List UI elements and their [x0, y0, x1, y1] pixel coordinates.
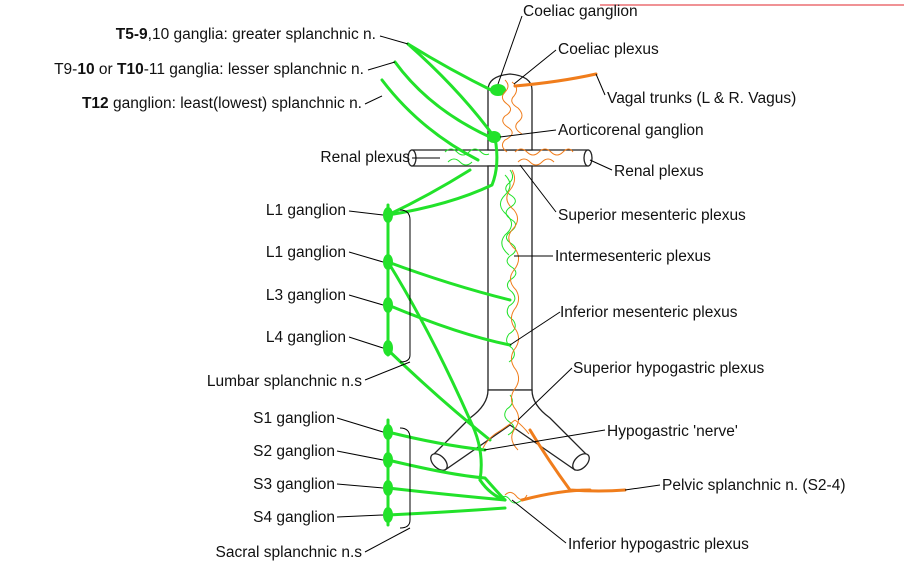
lumbar-splanchnic-label: Lumbar splanchnic n.s [207, 373, 362, 390]
sacral-splanchnic-label: Sacral splanchnic n.s [216, 544, 363, 561]
least-splanchnic-label: T12 ganglion: least(lowest) splanchnic n… [82, 95, 362, 112]
renal-plexus-right-label: Renal plexus [614, 163, 704, 180]
inferior-mesenteric-plexus-label: Inferior mesenteric plexus [560, 304, 738, 321]
lesser-splanchnic-label: T9-10 or T10-11 ganglia: lesser splanchn… [54, 61, 364, 78]
lumbar-bracket [399, 209, 411, 363]
superior-hypogastric-plexus-label: Superior hypogastric plexus [573, 360, 765, 377]
l3-ganglion-label: L3 ganglion [266, 287, 346, 304]
parasympathetic-nerves [482, 72, 627, 502]
inferior-hypogastric-plexus-label: Inferior hypogastric plexus [568, 536, 749, 553]
coeliac-ganglion-label: Coeliac ganglion [523, 3, 638, 20]
leader-lines [336, 15, 661, 553]
greater-splanchnic-label: T5-9,10 ganglia: greater splanchnic n. [116, 26, 376, 43]
l1-ganglion-b-label: L1 ganglion [266, 244, 346, 261]
vagal-trunks-label: Vagal trunks (L & R. Vagus) [607, 90, 796, 107]
l4-ganglion-label: L4 ganglion [266, 329, 346, 346]
coeliac-plexus-label: Coeliac plexus [558, 41, 659, 58]
intermesenteric-plexus-label: Intermesenteric plexus [555, 248, 711, 265]
s4-ganglion-label: S4 ganglion [253, 509, 335, 526]
sacral-bracket [399, 427, 411, 529]
s2-ganglion-label: S2 ganglion [253, 443, 335, 460]
aorticorenal-ganglion-label: Aorticorenal ganglion [558, 122, 704, 139]
l1-ganglion-a-label: L1 ganglion [266, 202, 346, 219]
hypogastric-nerve-label: Hypogastric 'nerve' [607, 423, 738, 440]
superior-mesenteric-plexus-label: Superior mesenteric plexus [558, 207, 746, 224]
renal-plexus-left-label: Renal plexus [320, 149, 410, 166]
s3-ganglion-label: S3 ganglion [253, 476, 335, 493]
s1-ganglion-label: S1 ganglion [253, 410, 335, 427]
pelvic-splanchnic-label: Pelvic splanchnic n. (S2-4) [662, 477, 846, 494]
sympathetic-nerves [380, 42, 523, 527]
